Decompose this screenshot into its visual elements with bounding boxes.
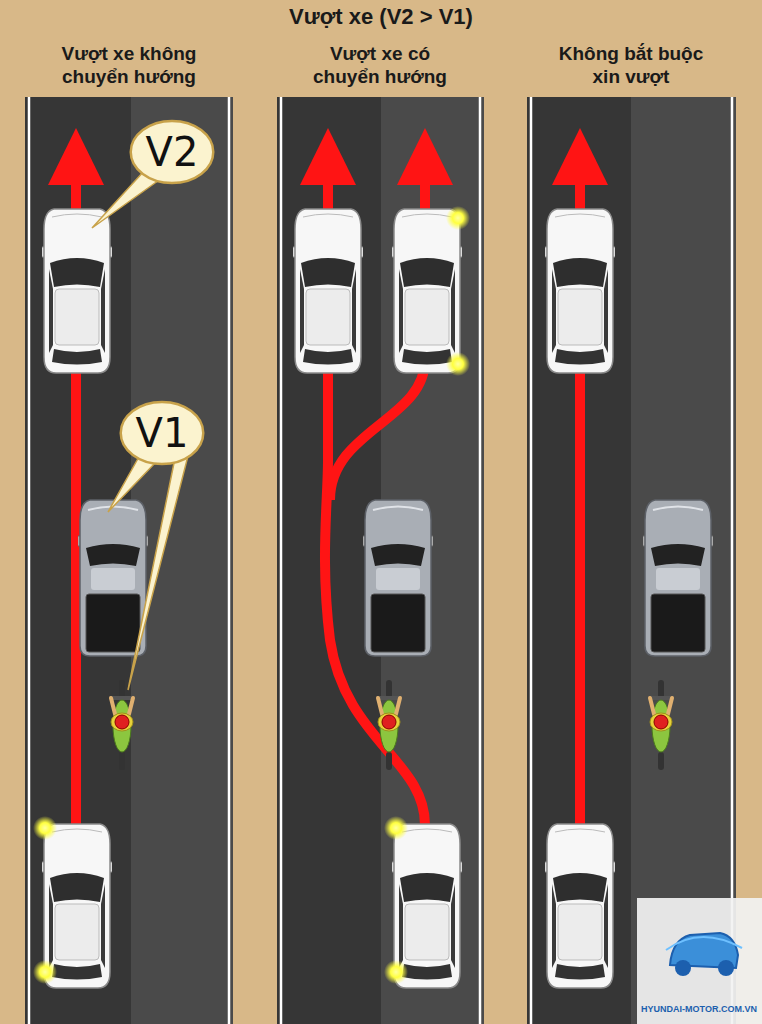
diagram-title: Vượt xe (V2 > V1) <box>0 4 762 30</box>
watermark: HYUNDAI-MOTOR.COM.VN <box>638 1004 760 1014</box>
callout-bubble: V1 <box>119 400 205 466</box>
indicator-lights <box>33 206 470 984</box>
callout-text: V1 <box>136 410 189 456</box>
red-paths <box>76 180 580 825</box>
callout-text: V2 <box>146 129 199 175</box>
callout-bubble: V2 <box>129 119 215 185</box>
column-heading: Không bắt buộc xin vượt <box>556 42 706 88</box>
callout-tails <box>92 170 188 690</box>
vehicles <box>39 209 716 988</box>
roads <box>25 97 736 1024</box>
column-heading: Vượt xe có chuyển hướng <box>305 42 455 88</box>
bubble-shape <box>131 121 214 183</box>
watermark-panel <box>637 898 762 1024</box>
bubble-shape <box>121 402 204 464</box>
column-heading: Vượt xe không chuyển hướng <box>44 42 214 88</box>
